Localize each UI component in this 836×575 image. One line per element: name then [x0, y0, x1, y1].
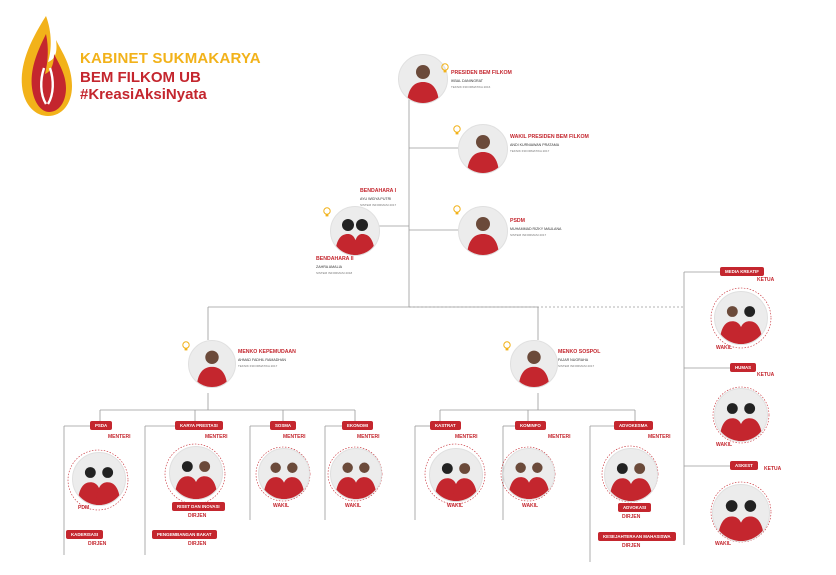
humas-wakil: WAKIL — [716, 442, 733, 448]
bendahara2-role: BENDAHARA II — [316, 256, 354, 262]
bendahara2-major: SISTEM INFORMASI 2018 — [316, 271, 353, 275]
hashtag: #KreasiAksiNyata — [80, 86, 207, 103]
tag-media-kreatif: MEDIA KREATIF — [720, 267, 764, 276]
menko-kepemudaan-major: TEKNIK INFORMATIKA 2017 — [238, 364, 278, 368]
tag-kastrat: KASTRAT — [430, 421, 461, 430]
cabinet-title: KABINET SUKMAKARYA — [80, 50, 261, 67]
karya-prestasi-menteri: MENTERI — [205, 434, 228, 440]
askest-group-photo — [712, 484, 770, 542]
sosma-wakil: WAKIL — [273, 503, 290, 509]
tag-humas: HUMAS — [730, 363, 757, 372]
menko-sospol-major: SISTEM INFORMASI 2017 — [558, 364, 595, 368]
menko-kepemudaan-name: AHMAD FADHIL RAMADHAN — [238, 358, 286, 362]
presiden-major: TEKNIK INFORMATIKA 2016 — [451, 85, 491, 89]
media-kreatif-wakil: WAKIL — [716, 345, 733, 351]
humas-ketua: KETUA — [757, 372, 775, 378]
menko-kepemudaan-role: MENKO KEPEMUDAAN — [238, 349, 296, 355]
tag-kesejahteraan-mahasiswa: KESEJAHTERAAN MAHASISWA — [598, 532, 676, 541]
wapres-major: TEKNIK INFORMATIKA 2017 — [510, 149, 550, 153]
media-kreatif-ketua: KETUA — [757, 277, 775, 283]
psda-dirjen: DIRJEN — [88, 541, 107, 547]
humas-group-photo — [714, 388, 768, 442]
tag-advokesma: ADVOKESMA — [614, 421, 653, 430]
wapres-name: ANDI KURNIAWAN PRATAMA — [510, 143, 560, 147]
bulb-icon — [453, 205, 461, 215]
kominfo-wakil: WAKIL — [522, 503, 539, 509]
karya-prestasi-dirjen-2: DIRJEN — [188, 541, 207, 547]
presiden-role: PRESIDEN BEM FILKOM — [451, 70, 512, 76]
presiden-photo — [398, 54, 448, 104]
karya-prestasi-group-photo — [169, 446, 223, 500]
askest-wakil: WAKIL — [715, 541, 732, 547]
bulb-icon — [323, 207, 331, 217]
tag-ekonomi: EKONOMI — [342, 421, 373, 430]
tag-kaderisasi: KADERISASI — [66, 530, 104, 539]
tag-sosma: SOSMA — [270, 421, 297, 430]
psda-menteri: MENTERI — [108, 434, 131, 440]
psdm-major: SISTEM INFORMASI 2017 — [510, 233, 547, 237]
psda-wakil: PDM — [78, 505, 90, 511]
tag-askest: ASKEST — [730, 461, 758, 470]
tag-psda: PSDA — [90, 421, 113, 430]
menko-sospol-role: MENKO SOSPOL — [558, 349, 601, 355]
media-kreatif-group-photo — [714, 291, 768, 345]
bendahara1-role: BENDAHARA I — [360, 188, 397, 194]
org-name: BEM FILKOM UB — [80, 69, 201, 86]
ekonomi-menteri: MENTERI — [357, 434, 380, 440]
bendahara2-name: ZAHRA AMALIA — [316, 265, 342, 269]
advokesma-group-photo — [604, 448, 658, 502]
wapres-role: WAKIL PRESIDEN BEM FILKOM — [510, 134, 589, 140]
psdm-photo — [458, 206, 508, 256]
askest-ketua: KETUA — [764, 466, 782, 472]
karya-prestasi-dirjen-1: DIRJEN — [188, 513, 207, 519]
tag-advokasi: ADVOKASI — [618, 503, 652, 512]
kominfo-group-photo — [503, 448, 555, 500]
cabinet-logo-icon — [21, 16, 72, 116]
karya-prestasi-wakil: RISET DAN INOVASI — [172, 502, 225, 511]
menko-sospol-photo — [510, 340, 558, 388]
kastrat-group-photo — [429, 448, 483, 502]
tag-pengembangan-bakat: PENGEMBANGAN BAKAT — [152, 530, 217, 539]
advokesma-dirjen-1: DIRJEN — [622, 514, 641, 520]
advokesma-dirjen-2: DIRJEN — [622, 543, 641, 549]
menko-kepemudaan-photo — [188, 340, 236, 388]
menko-sospol-name: FAJAR NUGRAHA — [558, 358, 589, 362]
kastrat-wakil: WAKIL — [447, 503, 464, 509]
bulb-icon — [453, 125, 461, 135]
kominfo-menteri: MENTERI — [548, 434, 571, 440]
bulb-icon — [503, 341, 511, 351]
psda-group-photo — [72, 452, 126, 506]
bulb-icon — [441, 63, 449, 73]
presiden-name: IKBAL DANINGRAT — [451, 79, 483, 83]
sosma-menteri: MENTERI — [283, 434, 306, 440]
kastrat-menteri: MENTERI — [455, 434, 478, 440]
bendahara-photo — [330, 206, 380, 256]
tag-karya-prestasi: KARYA PRESTASI — [175, 421, 223, 430]
wapres-photo — [458, 124, 508, 174]
psdm-role: PSDM — [510, 218, 525, 224]
psdm-name: MUHAMMAD RIZKY MAULANA — [510, 227, 562, 231]
ekonomi-group-photo — [330, 448, 382, 500]
advokesma-menteri: MENTERI — [648, 434, 671, 440]
ekonomi-wakil: WAKIL — [345, 503, 362, 509]
bendahara1-major: SISTEM INFORMASI 2017 — [360, 203, 397, 207]
tag-kominfo: KOMINFO — [515, 421, 546, 430]
bulb-icon — [182, 341, 190, 351]
bendahara1-name: AYU WIDYA PUTRI — [360, 197, 392, 201]
sosma-group-photo — [258, 448, 310, 500]
